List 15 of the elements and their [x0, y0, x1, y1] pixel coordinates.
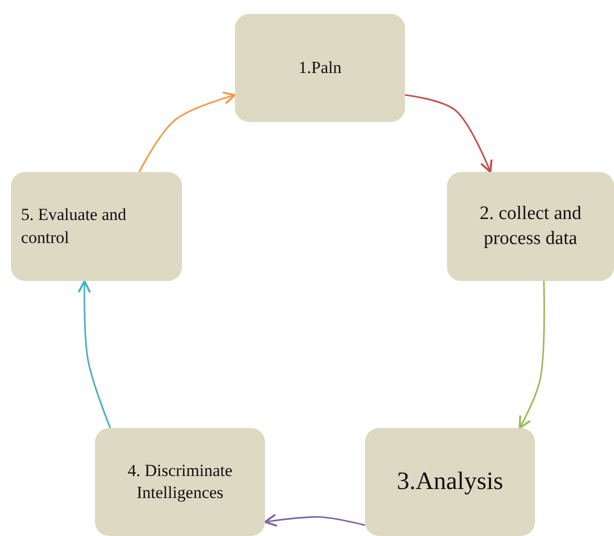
step-label: 2. collect and process data [478, 202, 582, 250]
curved-arrow [138, 92, 236, 172]
curved-arrow [264, 514, 366, 527]
step-box [95, 428, 265, 536]
step-label: 4. Discriminate Intelligences [126, 460, 234, 504]
curved-arrow [78, 280, 112, 428]
curved-arrow [404, 94, 492, 173]
step-box [11, 172, 182, 281]
step-label: 3.Analysis [396, 466, 504, 497]
step-label: 5. Evaluate and control [21, 204, 128, 248]
step-label: 1.Paln [298, 56, 342, 79]
step-box [365, 428, 535, 536]
step-box [447, 172, 614, 281]
step-box [235, 14, 405, 122]
curved-arrow [518, 280, 546, 429]
